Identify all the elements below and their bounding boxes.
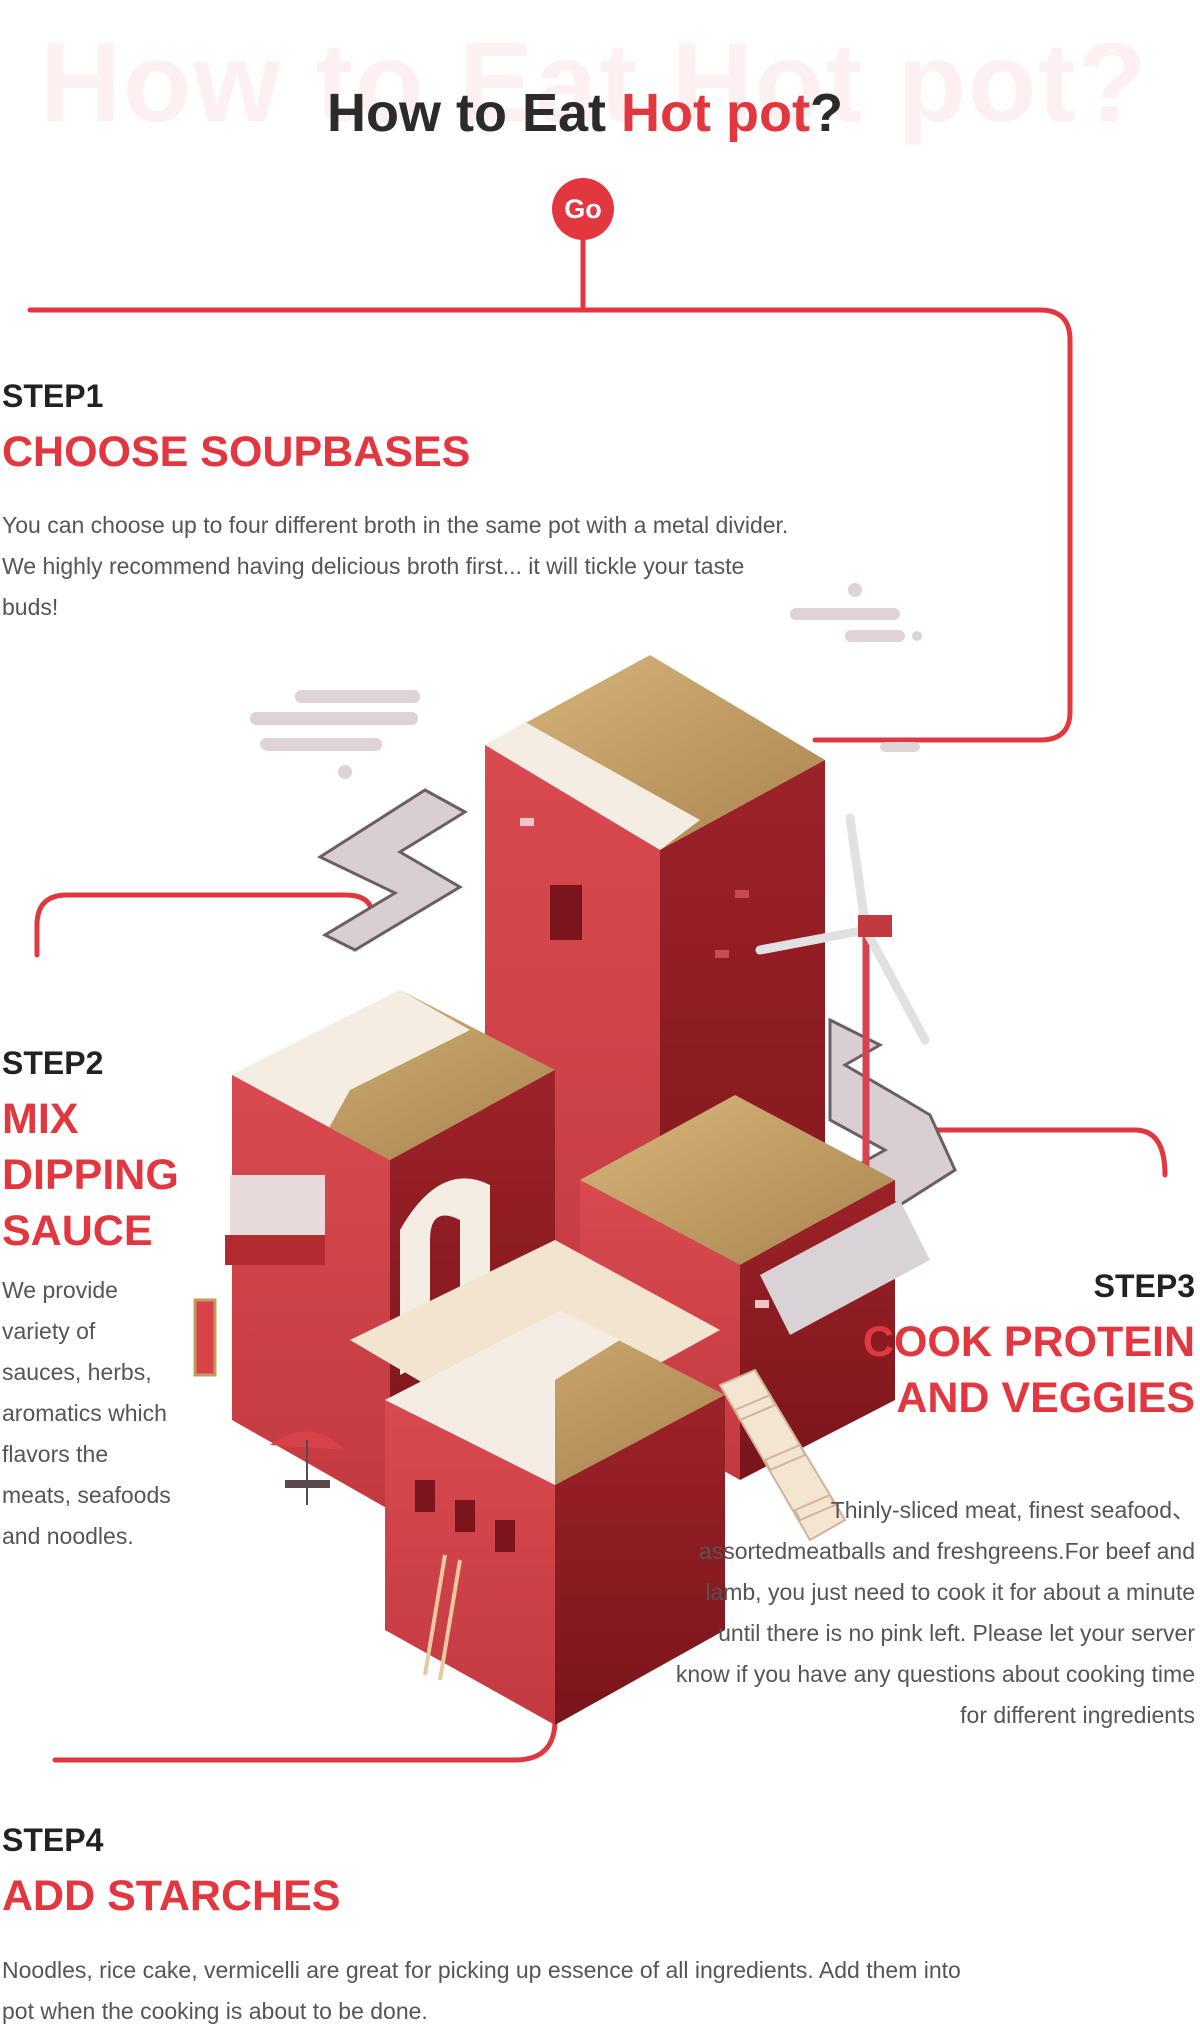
clouds [250, 583, 922, 779]
umbrella [270, 1431, 345, 1505]
step1-description: You can choose up to four different brot… [2, 512, 789, 620]
title-suffix: ? [809, 83, 843, 143]
shop-sign [193, 1298, 217, 1377]
step1-label: STEP1 [2, 378, 104, 414]
front-cube [385, 1310, 725, 1725]
page-title: How to Eat Hot pot? [0, 82, 1170, 144]
step3-description: Thinly-sliced meat, finest seafood、assor… [675, 1497, 1195, 1728]
step2-heading: MIX DIPPING SAUCE [2, 1095, 179, 1255]
stairs [718, 1368, 847, 1542]
title-accent: Hot pot [621, 83, 810, 143]
step3-heading: COOK PROTEIN AND VEGGIES [862, 1318, 1195, 1422]
go-button[interactable]: Go [552, 178, 614, 240]
step4-label: STEP4 [2, 1822, 104, 1858]
step2-label: STEP2 [2, 1045, 104, 1081]
windmill [755, 813, 930, 1174]
step4-heading: ADD STARCHES [2, 1872, 341, 1920]
connector-lines [27, 237, 1168, 1763]
title-prefix: How to Eat [327, 83, 622, 143]
title-watermark: How to Eat Hot pot? [40, 20, 1149, 145]
step2-description: We provide variety of sauces, herbs, aro… [2, 1277, 171, 1549]
step3-label: STEP3 [1093, 1268, 1195, 1304]
step1-heading: CHOOSE SOUPBASES [2, 428, 471, 476]
step4-description: Noodles, rice cake, vermicelli are great… [2, 1957, 961, 2024]
